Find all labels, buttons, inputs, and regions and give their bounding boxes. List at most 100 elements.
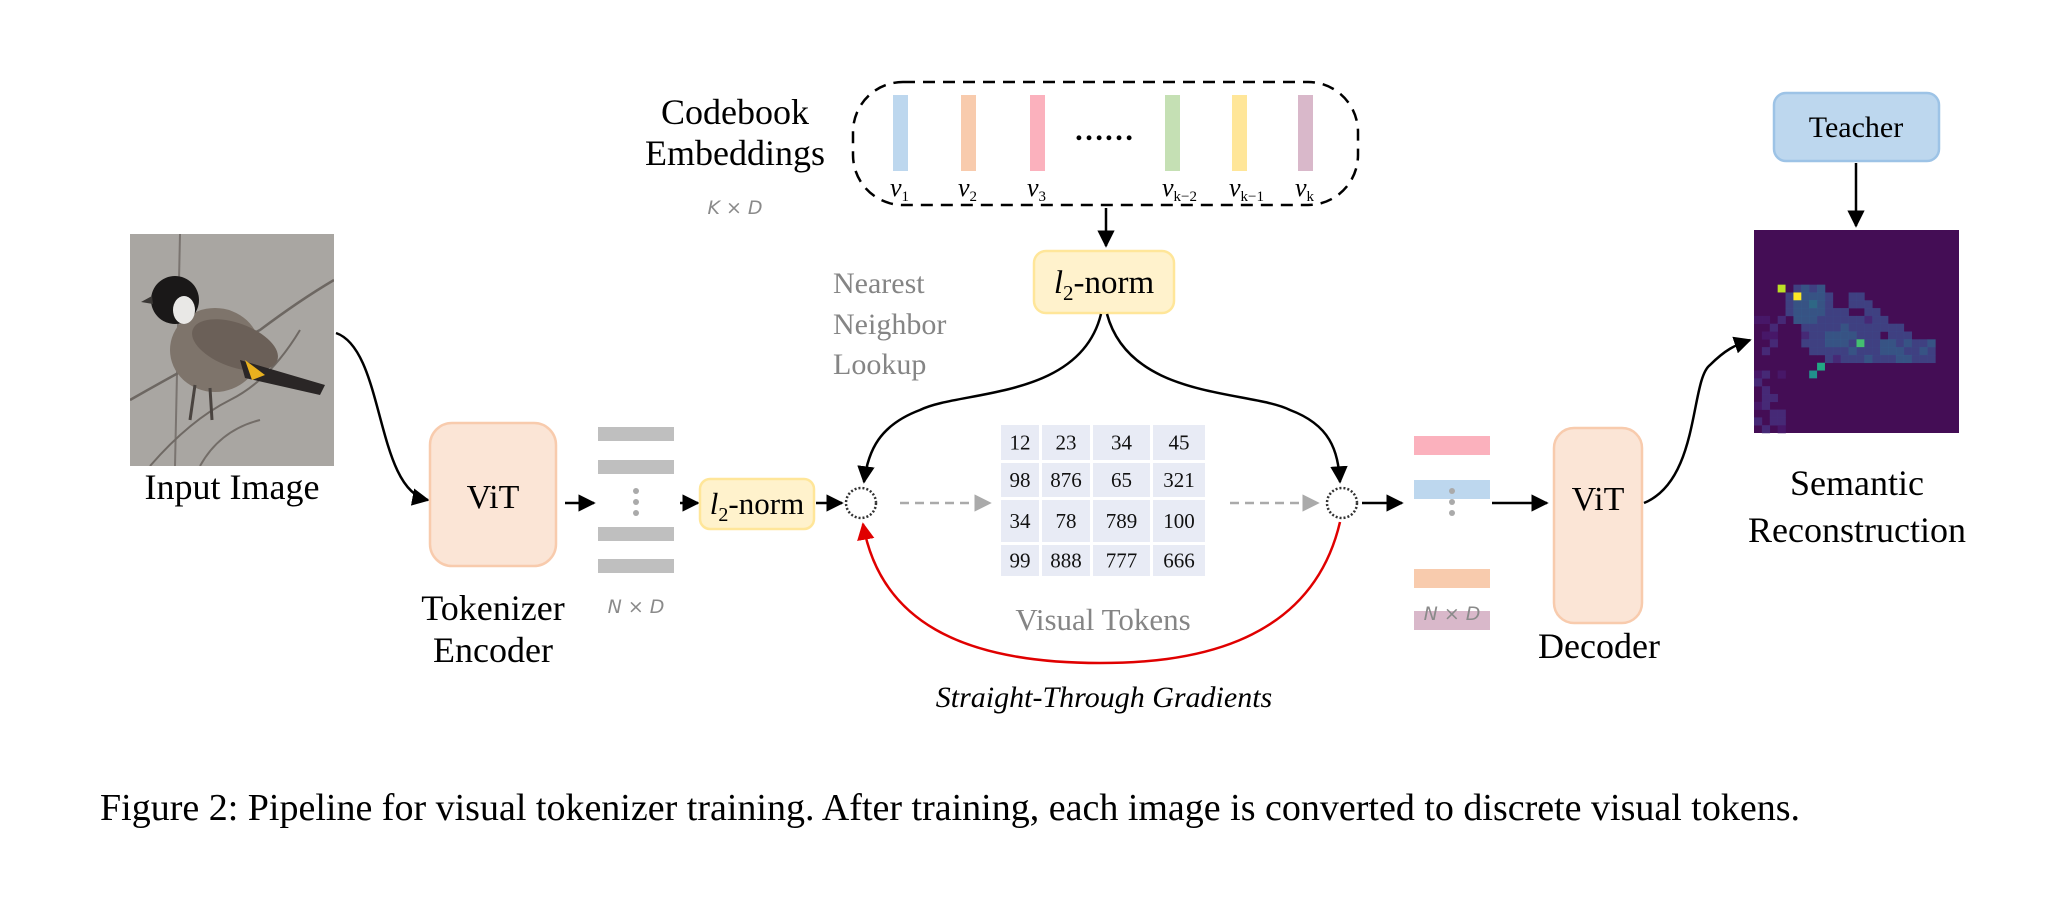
heatmap-cell xyxy=(1754,417,1763,426)
output-label-line1: Semantic xyxy=(1790,463,1924,503)
heatmap-cell xyxy=(1903,347,1912,356)
heatmap-cell xyxy=(1793,315,1802,324)
arrow-decoder-to-output xyxy=(1643,336,1752,505)
heatmap-cell xyxy=(1824,292,1834,301)
heatmap-cell xyxy=(1872,339,1881,348)
heatmap-cell xyxy=(1817,323,1826,332)
heatmap-cell xyxy=(1761,315,1771,324)
heatmap-cell xyxy=(1801,308,1810,317)
heatmap-cell xyxy=(1785,300,1794,309)
heatmap-cell xyxy=(1824,315,1834,324)
token-cell xyxy=(1093,545,1150,576)
lookup-label-line3: Lookup xyxy=(833,348,926,381)
heatmap-cell xyxy=(1872,347,1881,356)
heatmap-cell xyxy=(1809,308,1818,317)
heatmap-cell xyxy=(1927,354,1936,364)
codebook-l2norm-box xyxy=(1032,249,1176,315)
codebook-ellipsis: …… xyxy=(1074,114,1134,147)
heatmap-cell xyxy=(1872,323,1881,332)
heatmap-cell xyxy=(1895,347,1905,356)
codebook-vector-label: vk−1 xyxy=(1229,173,1264,205)
lookup-label-line2: Neighbor xyxy=(833,308,946,341)
heatmap-cell xyxy=(1840,347,1849,356)
quantizer-input-node xyxy=(844,486,878,520)
codebook-vector-bar xyxy=(961,95,976,171)
heatmap-cell xyxy=(1888,323,1897,332)
heatmap-cell xyxy=(1903,331,1912,340)
token-value: 12 xyxy=(1010,431,1031,455)
heatmap-cell xyxy=(1817,292,1826,301)
heatmap-cell xyxy=(1777,417,1786,426)
heatmap-cell xyxy=(1848,354,1857,364)
heatmap-cell xyxy=(1848,292,1857,301)
codebook-vector-label: vk xyxy=(1295,173,1315,205)
token-value: 876 xyxy=(1050,468,1082,492)
token-cell xyxy=(1001,545,1039,576)
codebook-vector-bar xyxy=(893,95,908,171)
heatmap-cell xyxy=(1832,339,1842,348)
token-cell xyxy=(1093,463,1150,497)
ellipsis-dot xyxy=(633,488,639,494)
heatmap-cell xyxy=(1769,409,1778,418)
figure-caption: Figure 2: Pipeline for visual tokenizer … xyxy=(100,787,1801,829)
heatmap-cell xyxy=(1864,323,1873,332)
heatmap-cell xyxy=(1864,354,1873,364)
heatmap-cell xyxy=(1793,308,1802,317)
heatmap-cell xyxy=(1824,354,1834,364)
heatmap-cell xyxy=(1801,331,1810,340)
heatmap-cell xyxy=(1824,331,1834,340)
heatmap-cell xyxy=(1864,300,1873,309)
heatmap-cell xyxy=(1777,425,1786,434)
token-value: 100 xyxy=(1163,509,1195,533)
token-cell xyxy=(1042,425,1090,460)
heatmap-cell xyxy=(1864,308,1873,317)
heatmap-cell xyxy=(1903,354,1912,364)
feature-bar xyxy=(598,427,674,441)
heatmap-cell xyxy=(1824,308,1834,317)
teacher-box xyxy=(1772,91,1941,163)
codebook-container xyxy=(851,80,1360,207)
heatmap-cell xyxy=(1809,292,1818,301)
heatmap-cell xyxy=(1919,347,1928,356)
heatmap-cell xyxy=(1919,354,1928,364)
heatmap-cell xyxy=(1824,339,1834,348)
codebook-vector-bar xyxy=(1030,95,1045,171)
heatmap-cell xyxy=(1856,292,1865,301)
straight-through-gradient-arrow xyxy=(857,521,1342,665)
heatmap-cell xyxy=(1761,370,1771,379)
heatmap-cell xyxy=(1864,339,1873,348)
heatmap-cell xyxy=(1864,315,1873,324)
heatmap-cell xyxy=(1754,315,1763,324)
heatmap-cell xyxy=(1817,347,1826,356)
heatmap-cell xyxy=(1754,378,1763,387)
decoder-caption: Decoder xyxy=(1538,626,1660,666)
heatmap-cell xyxy=(1769,323,1778,332)
token-cell xyxy=(1093,500,1150,542)
heatmap-cell xyxy=(1848,339,1857,348)
heatmap-cell xyxy=(1895,354,1905,364)
heatmap-cell xyxy=(1856,300,1865,309)
heatmap-cell xyxy=(1895,339,1905,348)
encoder-vit-box xyxy=(428,421,558,568)
token-value: 789 xyxy=(1106,509,1138,533)
codebook-vector-bar xyxy=(1298,95,1313,171)
heatmap-cell xyxy=(1761,331,1771,340)
heatmap-cell xyxy=(1927,339,1936,348)
quantized-bar xyxy=(1414,569,1490,588)
encoder-l2norm-box xyxy=(698,477,816,531)
heatmap-cell xyxy=(1824,300,1834,309)
token-value: 34 xyxy=(1111,431,1133,455)
heatmap-cell xyxy=(1856,347,1865,356)
heatmap-cell xyxy=(1872,308,1881,317)
heatmap-cell xyxy=(1856,323,1865,332)
arrow-image-to-encoder xyxy=(335,331,430,506)
token-cell xyxy=(1042,545,1090,576)
heatmap-cell xyxy=(1769,331,1778,340)
heatmap-cell xyxy=(1880,315,1889,324)
heatmap-cell xyxy=(1817,331,1826,340)
heatmap-cell xyxy=(1840,308,1849,317)
heatmap-cell xyxy=(1777,315,1786,324)
quantized-output-shape: N × D xyxy=(1424,603,1481,625)
heatmap-cell xyxy=(1754,401,1763,410)
